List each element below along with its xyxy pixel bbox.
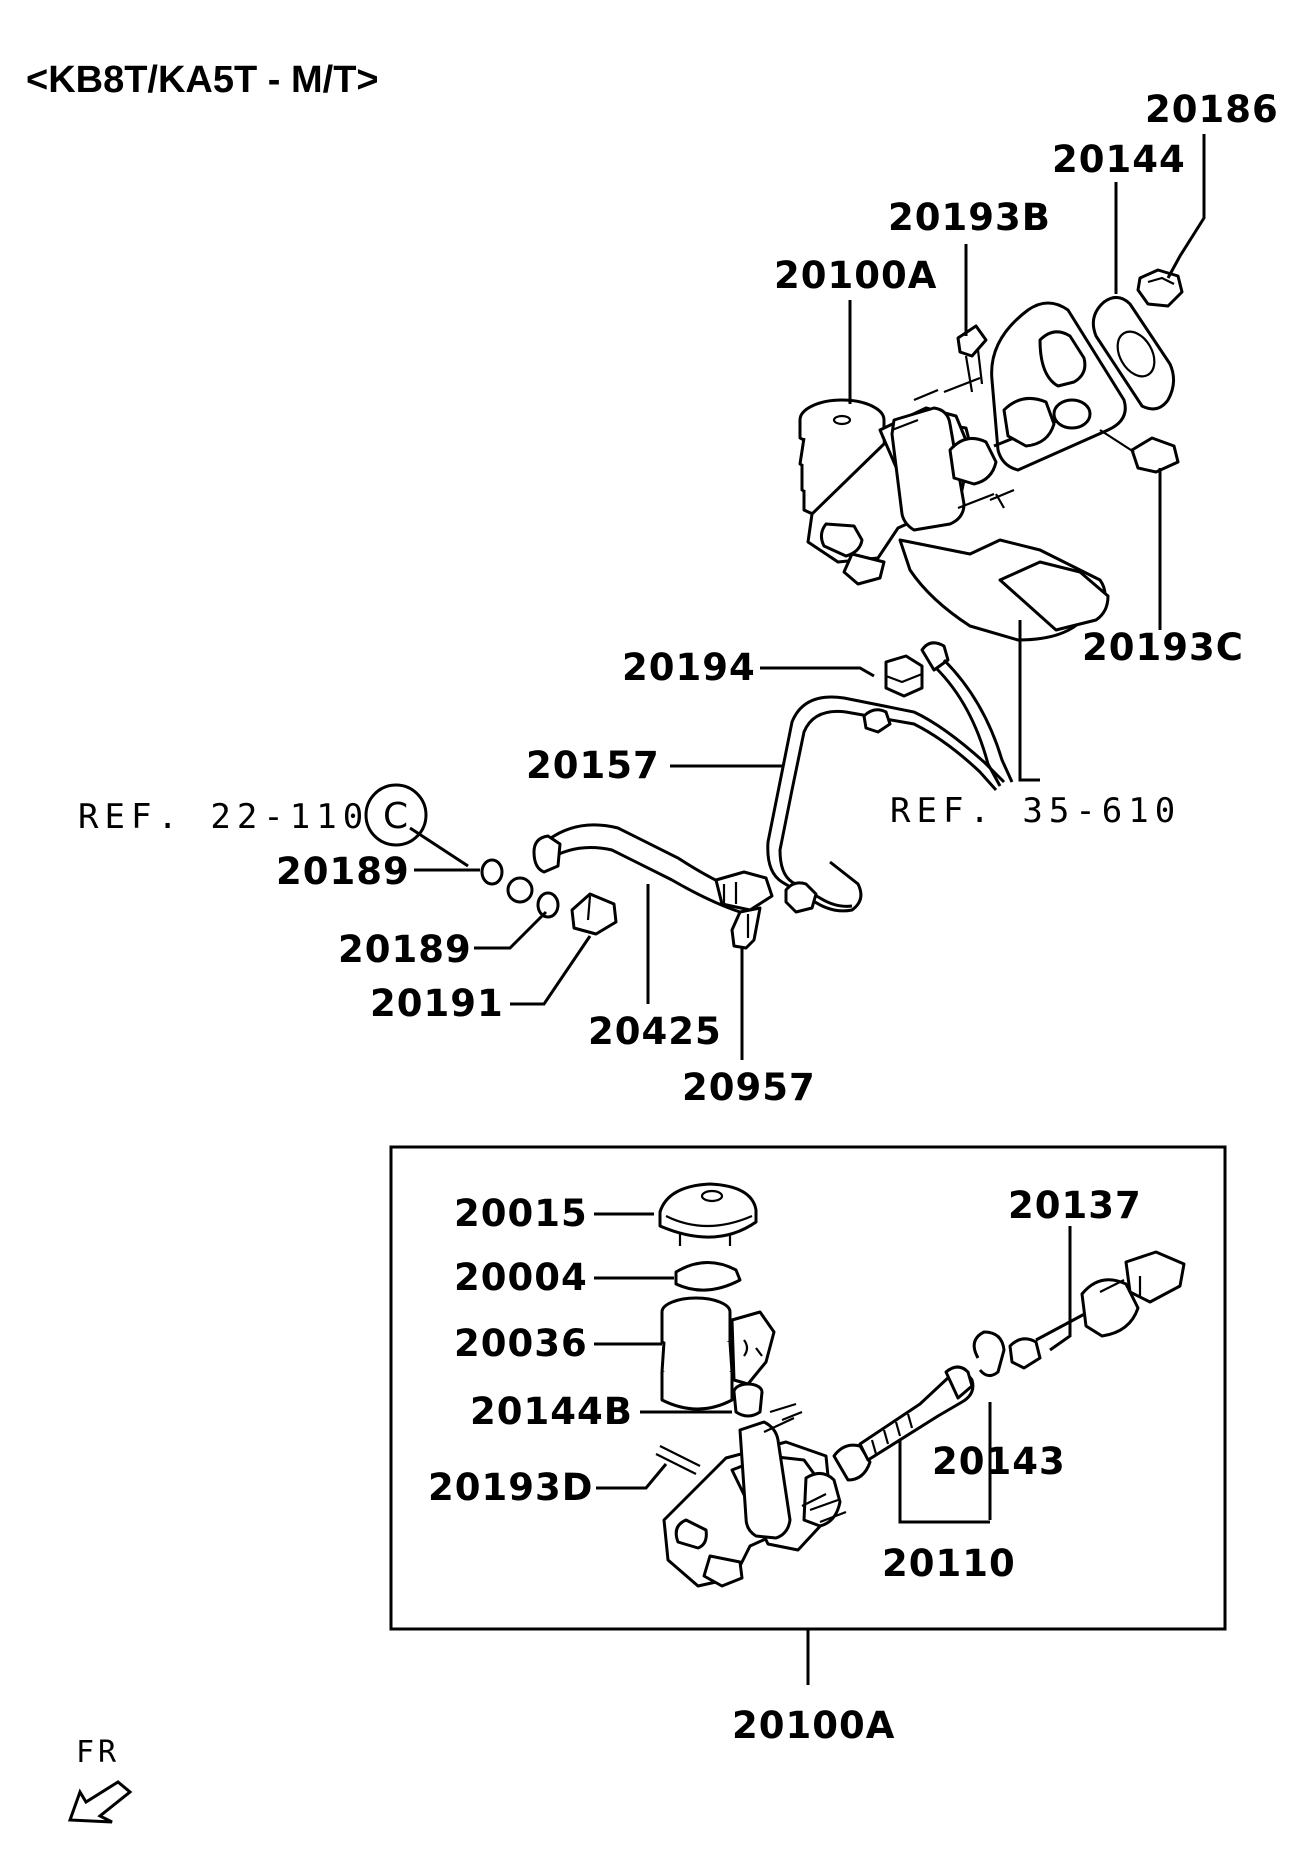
bolt-20191 xyxy=(570,892,618,936)
label-20189-a: 20189 xyxy=(276,850,410,893)
washer-20189-a xyxy=(480,858,504,886)
label-20425: 20425 xyxy=(588,1010,722,1053)
grommet-20144B xyxy=(732,1382,764,1418)
label-20100A-top: 20100A xyxy=(774,254,937,297)
label-20191: 20191 xyxy=(370,982,504,1025)
label-20189-b: 20189 xyxy=(338,928,472,971)
label-20193B: 20193B xyxy=(888,196,1051,239)
master-cylinder-body xyxy=(662,1402,847,1588)
label-20100A-bottom: 20100A xyxy=(732,1704,895,1747)
label-20144B: 20144B xyxy=(470,1390,633,1433)
label-20186: 20186 xyxy=(1145,88,1279,131)
label-20144: 20144 xyxy=(1052,138,1186,181)
cap-20015 xyxy=(658,1182,758,1246)
circle-letter: C xyxy=(383,796,408,837)
reference-circle-c: C xyxy=(364,783,428,847)
label-20015: 20015 xyxy=(454,1192,588,1235)
nut-20186 xyxy=(1136,268,1184,308)
label-20193C: 20193C xyxy=(1082,626,1244,669)
snap-ring-20143 xyxy=(972,1330,1006,1377)
clip-20194 xyxy=(884,654,924,698)
label-20957: 20957 xyxy=(682,1066,816,1109)
pin-20193C xyxy=(1099,429,1180,474)
washer-20189-b xyxy=(536,891,560,919)
leader-lines-upper xyxy=(409,134,1206,1060)
clutch-hose-20425 xyxy=(532,823,774,914)
label-20110: 20110 xyxy=(882,1542,1016,1585)
label-20193D: 20193D xyxy=(428,1466,593,1509)
label-20004: 20004 xyxy=(454,1256,588,1299)
front-arrow-icon: FR xyxy=(67,1735,133,1824)
ref-35-610: REF. 35-610 xyxy=(890,791,1181,831)
seal-20004 xyxy=(674,1260,742,1292)
leader-lines-lower xyxy=(594,1212,1072,1685)
piston-assembly-20110 xyxy=(832,1365,975,1482)
label-20137: 20137 xyxy=(1008,1184,1142,1227)
banjo-fitting xyxy=(506,876,534,904)
diagram-title: <KB8T/KA5T - M/T> xyxy=(26,59,379,101)
push-rod-20137 xyxy=(1008,1250,1186,1370)
label-20036: 20036 xyxy=(454,1322,588,1365)
master-cylinder-top xyxy=(798,376,1110,642)
label-20143: 20143 xyxy=(932,1440,1066,1483)
pin-20193D xyxy=(655,1445,701,1475)
clutch-pipe-20157 xyxy=(766,641,1014,914)
reservoir-20036 xyxy=(660,1296,776,1411)
hose-clip-20957 xyxy=(730,906,762,950)
fr-label: FR xyxy=(76,1735,120,1770)
gasket-20144 xyxy=(1091,296,1175,411)
label-20157: 20157 xyxy=(526,744,660,787)
label-20194: 20194 xyxy=(622,646,756,689)
ref-22-110: REF. 22-110 xyxy=(78,797,369,837)
